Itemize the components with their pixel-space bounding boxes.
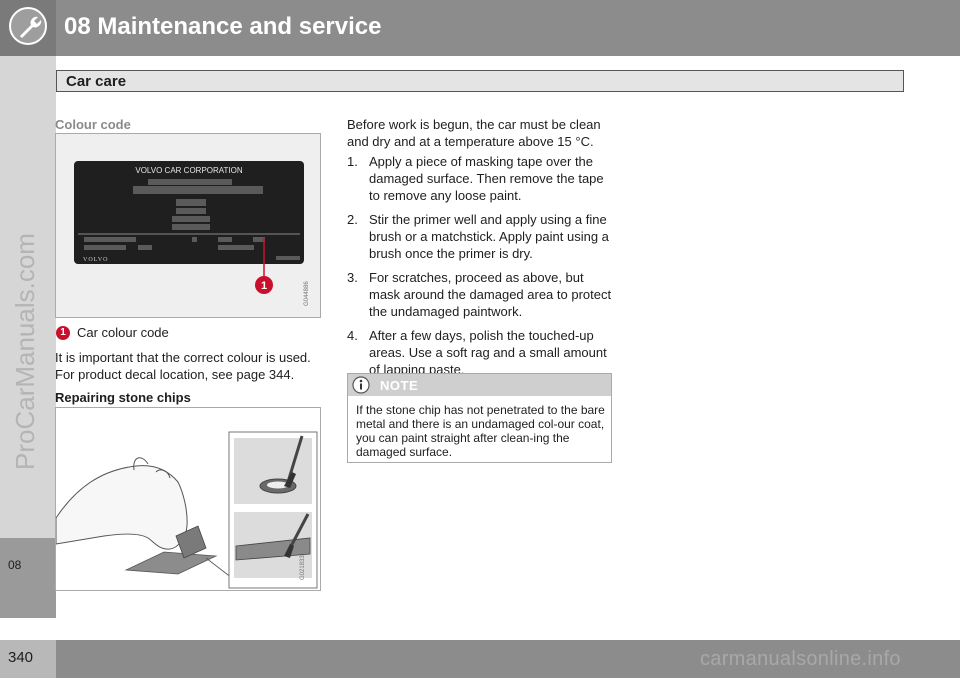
- step-item: 4. After a few days, polish the touched-u…: [347, 327, 615, 378]
- stone-chips-figure: G021833: [55, 407, 321, 591]
- step-number: 2.: [347, 212, 358, 227]
- wrench-icon: [9, 7, 47, 45]
- section-title: Car care: [66, 73, 127, 90]
- step-number: 3.: [347, 270, 358, 285]
- chapter-title: 08 Maintenance and service: [64, 13, 382, 40]
- step-text: For scratches, proceed as above, but mas…: [369, 270, 612, 319]
- decal-callout-number: 1: [261, 280, 267, 292]
- decal-brand-text: VOLVO: [83, 257, 108, 263]
- footer-watermark: carmanualsonline.info: [700, 648, 901, 670]
- step-number: 4.: [347, 328, 358, 343]
- step-text: After a few days, polish the touched-up …: [369, 328, 607, 377]
- watermark: ProCarManuals.com: [10, 233, 40, 470]
- info-icon: [352, 376, 370, 399]
- step-item: 3. For scratches, proceed as above, but m…: [347, 269, 615, 320]
- chapter-tab-label: 08: [8, 558, 22, 572]
- intro-paragraph: Before work is begun, the car must be cl…: [347, 117, 601, 149]
- steps-list: 1. Apply a piece of masking tape over the…: [347, 153, 615, 385]
- side-strip: [0, 56, 56, 618]
- chapter-icon-box: [0, 0, 56, 56]
- decal-corporation-text: VOLVO CAR CORPORATION: [135, 166, 242, 175]
- note-label: NOTE: [380, 378, 419, 393]
- colour-code-heading: Colour code: [55, 117, 131, 132]
- colour-code-paragraph: It is important that the correct colour …: [55, 350, 311, 382]
- chapter-side-tab: [0, 538, 56, 618]
- chapter-header: [0, 0, 960, 56]
- page-number-box: [0, 640, 56, 678]
- colour-code-figure: VOLVO CAR CORPORATION VOLVO 1 G044886: [55, 133, 321, 318]
- callout-1-icon: 1: [56, 326, 70, 340]
- page-footer: [0, 640, 960, 678]
- stone-chips-figure-id: G021833: [300, 555, 306, 580]
- decal-illustration: VOLVO CAR CORPORATION VOLVO 1 G044886: [74, 161, 310, 306]
- step-text: Stir the primer well and apply using a f…: [369, 212, 609, 261]
- step-text: Apply a piece of masking tape over the d…: [369, 154, 604, 203]
- callout-caption: Car colour code: [77, 325, 169, 340]
- note-text: If the stone chip has not penetrated to …: [356, 403, 605, 459]
- note-header: [348, 374, 611, 396]
- stone-chips-illustration: G021833: [55, 431, 318, 589]
- page-number: 340: [8, 649, 34, 666]
- step-item: 1. Apply a piece of masking tape over the…: [347, 153, 615, 204]
- stone-chips-heading: Repairing stone chips: [55, 390, 191, 405]
- section-bar: [56, 70, 904, 92]
- step-item: 2. Stir the primer well and apply using a…: [347, 211, 615, 262]
- step-number: 1.: [347, 154, 358, 169]
- decal-figure-id: G044886: [304, 281, 310, 306]
